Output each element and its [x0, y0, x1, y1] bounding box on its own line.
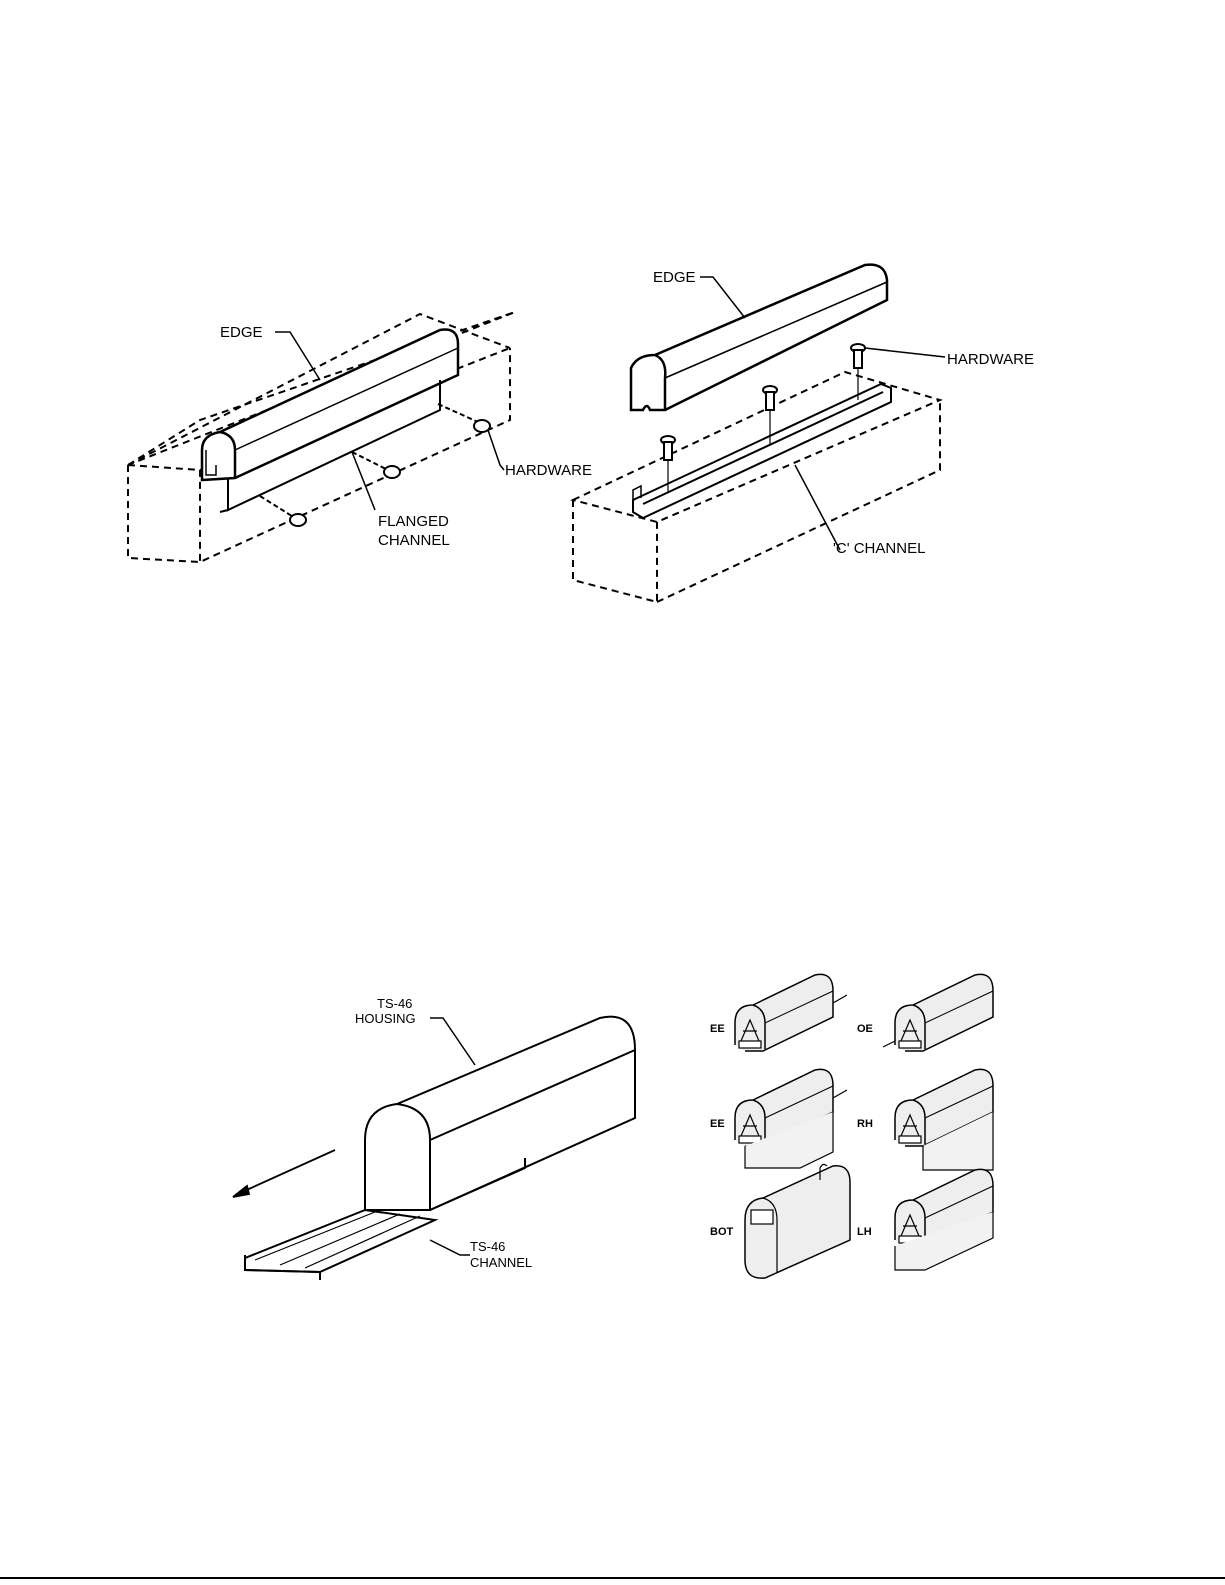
profile-variants: EE OE EE RH BOT [705, 965, 1010, 1290]
c-channel-diagram: EDGE HARDWARE 'C' CHANNEL [565, 260, 1065, 610]
ts46-diagram: TS-46 HOUSING TS-46 CHANNEL [225, 990, 645, 1280]
channel-label-line2: CHANNEL [470, 1255, 532, 1270]
hardware-label: HARDWARE [947, 351, 1034, 368]
housing-label-line1: TS-46 [377, 996, 412, 1011]
svg-text:RH: RH [857, 1118, 873, 1130]
edge-label: EDGE [653, 269, 696, 286]
mounting-block-outline [573, 372, 940, 602]
flanged-channel-label-line1: FLANGED [378, 513, 449, 530]
variant-lh: LH [857, 1169, 993, 1270]
svg-text:EE: EE [710, 1023, 725, 1035]
page-bottom-rule [0, 1577, 1225, 1579]
variant-oe: OE [857, 974, 993, 1051]
ts46-drawing: TS-46 HOUSING TS-46 CHANNEL [225, 990, 645, 1280]
svg-text:EE: EE [710, 1118, 725, 1130]
profile-variants-drawing: EE OE EE RH BOT [705, 965, 1010, 1290]
housing-label-line2: HOUSING [355, 1011, 416, 1026]
c-channel-drawing: EDGE HARDWARE 'C' CHANNEL [565, 260, 1065, 610]
variant-rh: RH [857, 1069, 993, 1170]
channel-label-line1: TS-46 [470, 1239, 505, 1254]
variant-ee-2: EE [710, 1069, 847, 1168]
svg-text:OE: OE [857, 1023, 873, 1035]
slide-direction-arrow [233, 1150, 335, 1197]
variant-bot: BOT [710, 1164, 850, 1278]
flanged-channel-diagram: EDGE HARDWARE FLANGED CHANNEL [120, 300, 640, 590]
edge-label: EDGE [220, 324, 263, 341]
svg-text:BOT: BOT [710, 1226, 734, 1238]
flanged-channel-label-line2: CHANNEL [378, 532, 450, 549]
c-channel-label: 'C' CHANNEL [833, 540, 925, 557]
edge-bumper [202, 330, 458, 480]
edge-bumper [631, 265, 887, 410]
variant-ee-1: EE [710, 974, 847, 1051]
flanged-channel-drawing: EDGE HARDWARE FLANGED CHANNEL [120, 300, 640, 590]
ts46-housing [365, 1017, 635, 1210]
svg-text:LH: LH [857, 1226, 872, 1238]
